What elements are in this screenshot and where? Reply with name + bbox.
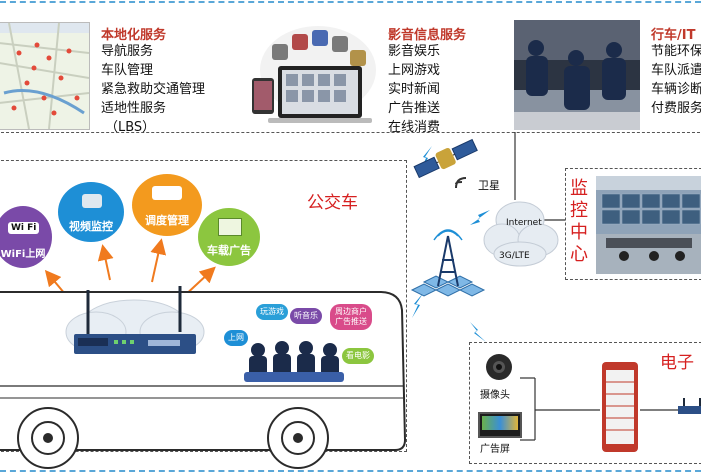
wifi-bubble: Wi Fi WiFi上网 <box>0 206 52 268</box>
chat-bubble-music: 听音乐 <box>290 308 322 324</box>
monitor-center-title: 监控中心 <box>570 178 588 265</box>
services-panel <box>0 14 701 133</box>
list-item: 车辆诊断 <box>651 82 701 97</box>
bus-panel <box>0 160 407 452</box>
media-services-title: 影音信息服务 <box>388 28 467 43</box>
driving-services-title: 行车/IT <box>651 28 696 43</box>
truck-icon <box>152 186 182 200</box>
electronic-stop-sign <box>600 362 640 452</box>
list-item: 实时新闻 <box>388 82 441 97</box>
ad-screen-device-icon <box>478 412 522 438</box>
satellite-label: 卫星 <box>478 179 500 192</box>
monitor-room-photo <box>596 176 701 274</box>
list-item: 广告推送 <box>388 101 441 116</box>
satellite-signal-icon <box>452 172 474 192</box>
chat-bubble-movies: 看电影 <box>342 348 374 364</box>
dispatch-bubble: 调度管理 <box>132 174 202 236</box>
list-item: 影音娱乐 <box>388 44 441 59</box>
internet-cloud <box>482 196 560 270</box>
local-services-list: 导航服务 车队管理 紧急救助交通管理 适地性服务 （LBS） <box>101 42 205 137</box>
stop-router-icon <box>678 398 701 416</box>
wifi-badge: Wi Fi <box>8 222 40 234</box>
list-item: 在线消费 <box>388 120 441 135</box>
bottom-dashed-rule <box>0 470 701 472</box>
electronic-title: 电子 <box>660 353 694 373</box>
satellite-icon <box>412 134 482 184</box>
video-bubble-label: 视频监控 <box>69 220 113 233</box>
top-dashed-rule <box>0 1 701 3</box>
list-item: 上网游戏 <box>388 63 441 78</box>
chat-bubble-merchant-ads: 周边商户广告推送 <box>330 304 372 330</box>
cell-tower-icon <box>404 226 492 302</box>
local-services-title: 本地化服务 <box>101 28 167 43</box>
media-services-list: 影音娱乐 上网游戏 实时新闻 广告推送 在线消费 <box>388 42 440 137</box>
list-item: 付费服务 <box>651 101 701 116</box>
4g-router-icon <box>70 286 200 362</box>
internet-label: Internet <box>506 218 542 228</box>
chat-bubble-internet: 上网 <box>224 330 248 346</box>
camera-icon <box>82 194 102 208</box>
list-item: 适地性服务 <box>101 101 167 116</box>
camera-device-icon <box>484 352 514 382</box>
chat-bubble-games: 玩游戏 <box>256 304 288 320</box>
list-item: 导航服务 <box>101 44 154 59</box>
in-bus-ad-bubble: 车载广告 <box>198 208 260 266</box>
ad-screen-label: 广告屏 <box>480 444 510 455</box>
monitor-panel <box>565 168 701 280</box>
wifi-bubble-label: WiFi上网 <box>0 249 46 260</box>
ad-screen-icon <box>218 218 242 236</box>
passengers-illustration <box>244 338 344 384</box>
media-devices-image <box>250 20 380 132</box>
electronic-panel <box>469 342 701 464</box>
map-thumbnail <box>0 22 90 130</box>
mobile-network-label: 3G/LTE <box>499 251 530 261</box>
bus-title: 公交车 <box>307 193 358 213</box>
camera-label: 摄像头 <box>480 390 510 401</box>
list-item: 紧急救助交通管理 <box>101 82 206 97</box>
list-item: 车队派遣 <box>651 63 701 78</box>
video-surveillance-bubble: 视频监控 <box>58 182 124 242</box>
mechanics-photo <box>514 20 640 130</box>
list-item: 节能环保 <box>651 44 701 59</box>
list-item: （LBS） <box>105 120 156 135</box>
driving-services-list: 节能环保 车队派遣 车辆诊断 付费服务 <box>651 42 701 118</box>
ad-bubble-label: 车载广告 <box>207 244 251 257</box>
list-item: 车队管理 <box>101 63 154 78</box>
dispatch-bubble-label: 调度管理 <box>145 214 189 227</box>
